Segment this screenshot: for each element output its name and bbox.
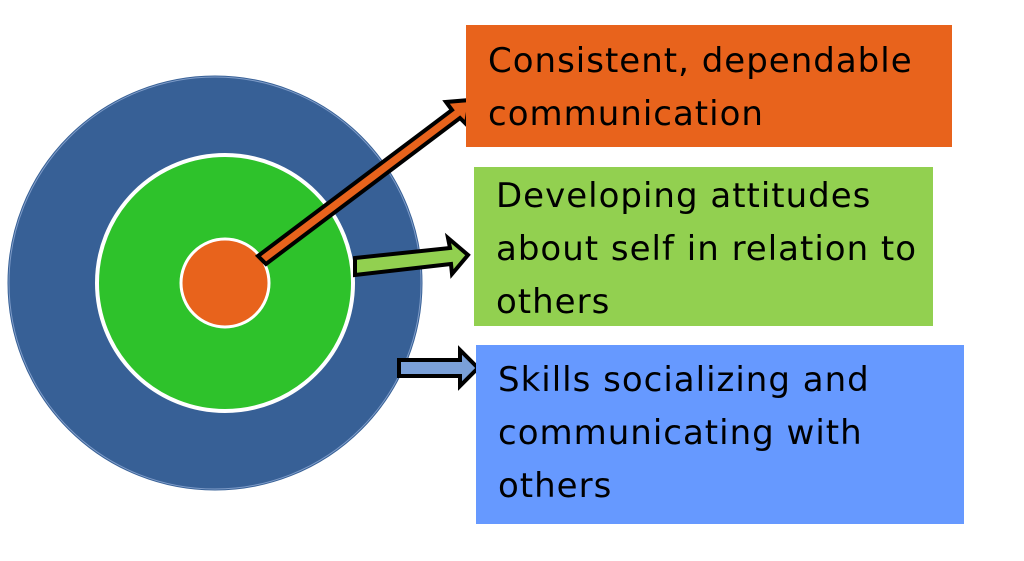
communication-box: Consistent, dependable communication: [466, 25, 952, 147]
box-line: communication: [488, 94, 764, 134]
arrow-to-skills: [397, 345, 481, 391]
attitudes-box: Developing attitudes about self in relat…: [474, 167, 933, 326]
box-line: Skills socializing and: [498, 360, 870, 400]
inner-circle: [179, 237, 271, 329]
box-line: Developing attitudes: [496, 176, 872, 216]
skills-box: Skills socializing and communicating wit…: [476, 345, 964, 524]
box-line: Consistent, dependable: [488, 41, 913, 81]
box-line: others: [498, 466, 613, 506]
box-line: about self in relation to: [496, 229, 918, 269]
box-line: others: [496, 282, 611, 322]
arrow-to-attitudes: [353, 232, 471, 279]
box-line: communicating with: [498, 413, 863, 453]
